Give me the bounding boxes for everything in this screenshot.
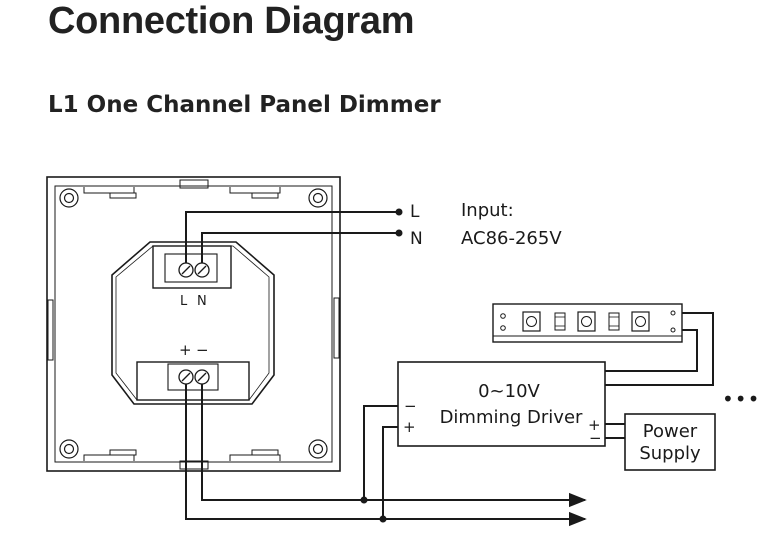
power-supply-line-1: Power: [643, 421, 698, 442]
wire-n: [201, 232, 398, 263]
panel-housing: [111, 241, 275, 405]
screw-bottom-left: [59, 439, 79, 459]
panel-top-clip: [179, 179, 209, 189]
led-strip-pad-plus: [670, 310, 676, 316]
led-strip: [492, 303, 683, 343]
driver-line-1: 0~10V: [478, 381, 540, 402]
panel-slot-bottom-left: [83, 454, 135, 461]
screw-top-right: [308, 188, 328, 208]
wire-strip-minus: [605, 329, 698, 372]
panel-slot-top-right: [229, 187, 281, 194]
junction-dot-plus: [379, 515, 387, 523]
wire-driver-plus: [382, 426, 398, 519]
wire-plus-out: [185, 384, 587, 527]
led-chip-2: [577, 311, 596, 332]
panel-left-tab: [47, 299, 54, 361]
wire-strip-plus: [605, 312, 714, 386]
led-strip-pad-minus: [670, 327, 676, 333]
terminal-block-bottom-inner: [167, 363, 219, 391]
wire-l: [185, 211, 398, 263]
led-chip-1: [522, 311, 541, 332]
panel-outer-frame: [46, 176, 341, 472]
terminal-label-l: L: [180, 294, 188, 309]
terminal-label-plus: +: [179, 341, 192, 359]
panel-slot-bottom-left-inner: [109, 449, 137, 456]
driver-line-2: Dimming Driver: [440, 407, 583, 428]
panel-slot-top-right-inner: [251, 192, 279, 199]
power-supply-box: [624, 413, 716, 471]
screw-top-left: [59, 188, 79, 208]
wire-l-end-dot: [395, 208, 403, 216]
resistor-2: [608, 312, 620, 331]
driver-in-minus: −: [404, 397, 417, 415]
led-chip-3: [631, 311, 650, 332]
driver-out-plus: +: [588, 416, 601, 434]
continuation-dots: •••: [722, 387, 760, 411]
terminal-screw-n: [194, 262, 210, 278]
mains-label-l: L: [410, 202, 420, 222]
page-subtitle: L1 One Channel Panel Dimmer: [48, 92, 441, 118]
wire-minus-out: [201, 384, 587, 508]
panel-slot-top-left-inner: [109, 192, 137, 199]
panel-slot-bottom-right: [229, 454, 281, 461]
led-strip-body: [492, 303, 683, 343]
dimming-driver-box: [397, 361, 606, 447]
panel-bottom-clip: [179, 460, 209, 470]
input-voltage: AC86-265V: [461, 228, 562, 249]
power-supply-line-2: Supply: [639, 443, 701, 464]
terminal-screw-l: [178, 262, 194, 278]
wire-n-end-dot: [395, 229, 403, 237]
control-wires: [185, 384, 587, 527]
panel-slot-top-left: [83, 187, 135, 194]
driver-in-plus: +: [403, 418, 416, 436]
panel-slot-bottom-right-inner: [251, 449, 279, 456]
driver-out-minus: −: [589, 429, 602, 447]
page-title: Connection Diagram: [48, 0, 415, 42]
terminal-label-minus: −: [196, 341, 209, 359]
panel-dimmer: [46, 176, 341, 472]
terminal-label-n: N: [197, 294, 207, 309]
terminal-screw-plus: [178, 369, 194, 385]
mains-wires: [185, 211, 398, 263]
terminal-screw-minus: [194, 369, 210, 385]
output-wires: [605, 312, 714, 439]
mains-label-n: N: [410, 229, 423, 249]
input-label: Input:: [461, 200, 514, 221]
wire-driver-minus: [363, 405, 398, 500]
panel-right-tab: [333, 297, 340, 359]
led-strip-hole-1: [500, 313, 506, 319]
junction-dot-minus: [360, 496, 368, 504]
panel-inner-frame: [54, 185, 333, 463]
led-strip-hole-2: [500, 325, 506, 331]
screw-bottom-right: [308, 439, 328, 459]
resistor-1: [554, 312, 566, 331]
